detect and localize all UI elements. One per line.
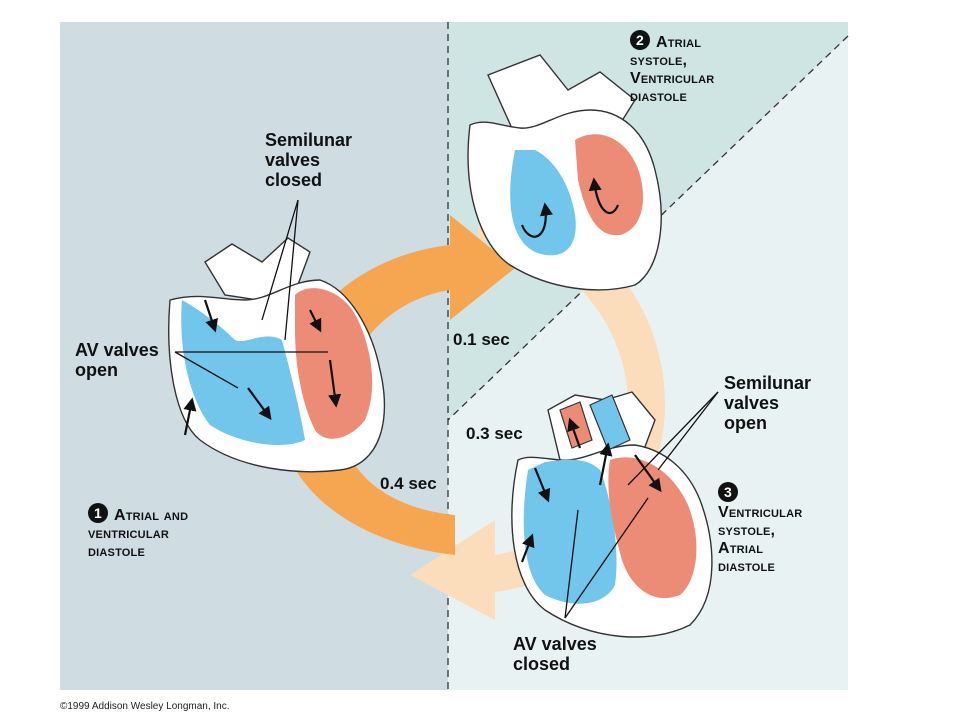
phase1-number-badge: 1 xyxy=(88,503,108,523)
leader-lines xyxy=(174,199,719,619)
timing-0-4-sec: 0.4 sec xyxy=(380,474,437,493)
phase3-label: 3 Ventricular systole, Atrial diastole xyxy=(718,482,803,575)
timing-0-1-sec: 0.1 sec xyxy=(453,330,510,349)
phase3-number-badge: 3 xyxy=(718,482,738,502)
av-valves-open-label: AV valves open xyxy=(75,340,159,381)
heart-3 xyxy=(511,391,713,638)
heart-3-left-chambers xyxy=(608,457,697,599)
copyright-notice: ©1999 Addison Wesley Longman, Inc. xyxy=(60,701,230,712)
phase2-number-badge: 2 xyxy=(630,30,650,50)
av-valves-closed-label: AV valves closed xyxy=(513,634,597,675)
heart-1 xyxy=(168,237,386,473)
heart-3-aorta xyxy=(589,394,631,451)
heart-3-right-chambers xyxy=(523,459,617,604)
timing-0-3-sec: 0.3 sec xyxy=(466,424,523,443)
semilunar-closed-label: Semilunar valves closed xyxy=(265,130,353,191)
semilunar-open-label: Semilunar valves open xyxy=(724,373,812,434)
heart-2-left-chambers xyxy=(575,134,644,236)
heart-2 xyxy=(467,54,662,291)
heart-1-right-chambers xyxy=(181,300,305,445)
